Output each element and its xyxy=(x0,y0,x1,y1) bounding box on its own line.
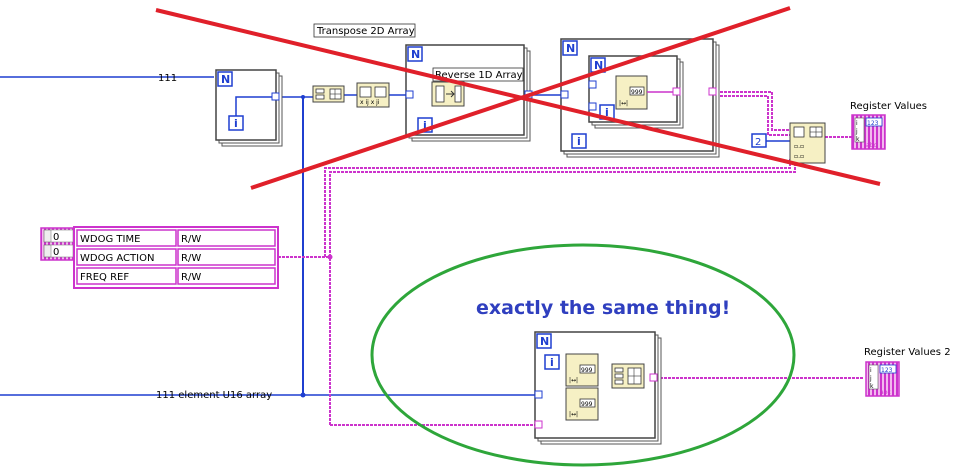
svg-text:i: i xyxy=(856,120,858,127)
svg-text:2: 2 xyxy=(755,137,761,148)
wire-junction xyxy=(300,392,306,398)
green-ellipse-annotation xyxy=(370,243,796,467)
register-access-cell[interactable] xyxy=(177,248,276,266)
svg-text:|↔|: |↔| xyxy=(619,100,628,107)
svg-text:FREQ REF: FREQ REF xyxy=(80,272,129,283)
svg-text:i: i xyxy=(423,119,427,132)
svg-text:WDOG ACTION: WDOG ACTION xyxy=(80,253,154,264)
loop-count-terminal[interactable] xyxy=(217,71,233,87)
svg-text:k: k xyxy=(856,136,860,143)
svg-text:i: i xyxy=(234,117,238,130)
svg-text:R/W: R/W xyxy=(181,253,201,264)
svg-text:|↔|: |↔| xyxy=(569,411,578,418)
svg-text:i: i xyxy=(605,106,609,119)
svg-text:abc: abc xyxy=(866,142,877,149)
wire-junction xyxy=(301,95,305,99)
for-loop-bottom[interactable]: N i 999 |↔| 999 |↔| xyxy=(534,331,662,445)
wire-top-label: 111 xyxy=(158,73,177,84)
svg-text:999: 999 xyxy=(581,401,593,408)
svg-text:N: N xyxy=(540,335,549,348)
register-values-2-label: Register Values 2 xyxy=(864,347,951,358)
svg-text:i: i xyxy=(870,367,872,374)
svg-text:999: 999 xyxy=(631,89,643,96)
svg-text:999: 999 xyxy=(581,367,593,374)
wire-junction xyxy=(327,254,333,260)
cluster-array-constant[interactable]: 0 0 WDOG TIME R/W WDOG ACTION R/W FREQ R… xyxy=(40,226,279,289)
svg-text:WDOG TIME: WDOG TIME xyxy=(80,234,140,245)
svg-text:abc: abc xyxy=(880,389,891,396)
svg-text:123: 123 xyxy=(867,120,879,127)
svg-text:Transpose 2D Array: Transpose 2D Array xyxy=(316,26,415,37)
svg-text:N: N xyxy=(221,73,230,86)
svg-text:0: 0 xyxy=(53,232,59,243)
register-name-cell[interactable] xyxy=(76,248,177,266)
build-array-node[interactable] xyxy=(312,85,345,103)
svg-text:k: k xyxy=(870,383,874,390)
svg-text:j: j xyxy=(869,375,872,382)
svg-text:N: N xyxy=(566,42,575,55)
svg-text:R/W: R/W xyxy=(181,234,201,245)
svg-text:R/W: R/W xyxy=(181,272,201,283)
svg-text:123: 123 xyxy=(881,367,893,374)
register-name-cell[interactable] xyxy=(76,267,177,285)
transpose-label: Transpose 2D Array xyxy=(313,23,416,38)
wire-bottom-label: 111 element U16 array xyxy=(156,390,272,401)
register-values-label: Register Values xyxy=(850,101,927,112)
svg-text:i: i xyxy=(550,356,554,369)
for-loop-1[interactable]: N i xyxy=(215,69,283,147)
svg-text:j: j xyxy=(855,128,858,135)
register-name-cell[interactable] xyxy=(76,229,177,247)
svg-text:0: 0 xyxy=(53,247,59,258)
register-values-indicator[interactable]: i j k 123 abc xyxy=(851,114,886,150)
register-values-2-indicator[interactable]: i j k 123 abc xyxy=(865,361,900,397)
svg-text:N: N xyxy=(594,59,603,72)
annotation-text: exactly the same thing! xyxy=(476,297,730,319)
svg-text:|↔|: |↔| xyxy=(569,377,578,384)
register-access-cell[interactable] xyxy=(177,229,276,247)
transpose-2d-array-node[interactable]: x ij x ji xyxy=(356,82,390,108)
svg-text:▫.▫: ▫.▫ xyxy=(794,153,804,160)
index-bundle-node[interactable]: 2 ▫.▫ ▫.▫ xyxy=(751,122,826,164)
register-access-cell[interactable] xyxy=(177,267,276,285)
svg-text:i: i xyxy=(577,135,581,148)
bottom-wire[interactable] xyxy=(0,365,566,396)
for-loop-2[interactable]: N i Reverse 1D Array xyxy=(405,44,533,142)
svg-text:N: N xyxy=(411,48,420,61)
svg-text:▫.▫: ▫.▫ xyxy=(794,143,804,150)
reverse-label: Reverse 1D Array xyxy=(435,70,523,81)
svg-text:x ij x ji: x ij x ji xyxy=(360,99,380,106)
red-cross-mark xyxy=(155,6,881,190)
tunnel[interactable] xyxy=(271,92,280,101)
